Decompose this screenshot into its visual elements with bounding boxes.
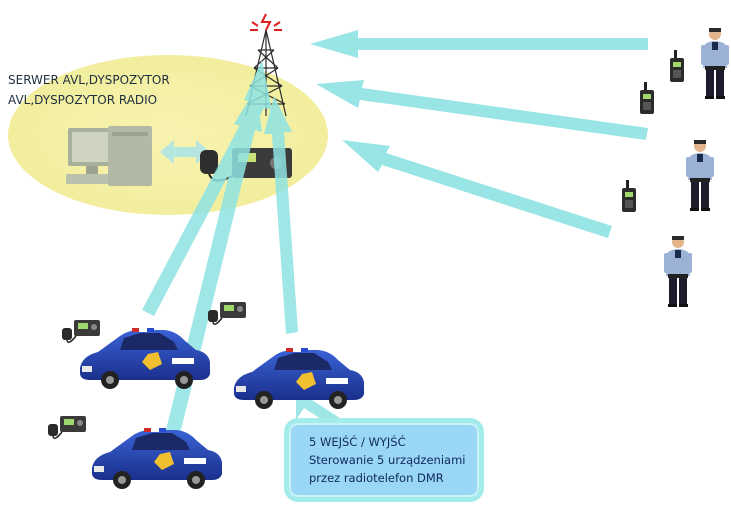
radio-link-arrows	[310, 30, 648, 238]
officer-icon	[686, 140, 714, 211]
handheld-radio-icon	[622, 180, 636, 212]
callout-line3: przez radiotelefon DMR	[309, 471, 444, 485]
server-radio-link	[160, 140, 210, 164]
computer-icon	[66, 126, 152, 186]
handheld-radio-icon	[670, 50, 684, 82]
mobile-radio-icon	[61, 319, 101, 343]
police-car-icon	[234, 348, 364, 409]
server-label-line2: AVL,DYSPOZYTOR RADIO	[8, 93, 158, 107]
callout-line1: 5 WEJŚĆ / WYJŚĆ	[309, 435, 406, 449]
server-label-line1: SERWER AVL,DYSPOZYTOR	[8, 73, 170, 87]
handheld-radio-icon	[640, 82, 654, 114]
server-label: SERWER AVL,DYSPOZYTOR AVL,DYSPOZYTOR RAD…	[8, 70, 170, 110]
mobile-radio-icon	[47, 415, 87, 439]
officer-icon	[664, 236, 692, 307]
officer-icon	[701, 28, 729, 99]
callout-line2: Sterowanie 5 urządzeniami	[309, 453, 466, 467]
mobile-radio-icon	[207, 301, 247, 325]
io-callout-box: 5 WEJŚĆ / WYJŚĆ Sterowanie 5 urządzeniam…	[284, 418, 484, 502]
police-car-icon	[92, 428, 222, 489]
signal-icon	[250, 13, 282, 31]
